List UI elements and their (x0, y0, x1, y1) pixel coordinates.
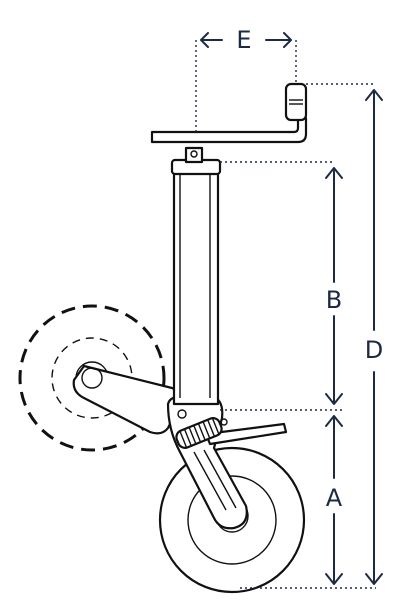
dimension-lines (195, 32, 383, 589)
raised-wheel-ghost (18, 304, 181, 452)
crank-handle (150, 82, 308, 144)
dimension-label-b: B (326, 286, 342, 314)
dimension-label-e: E (236, 26, 251, 54)
fork-bracket (166, 394, 288, 530)
jack-tube (170, 146, 222, 406)
dimension-label-a: A (326, 484, 343, 512)
dimension-label-d: D (365, 336, 383, 364)
